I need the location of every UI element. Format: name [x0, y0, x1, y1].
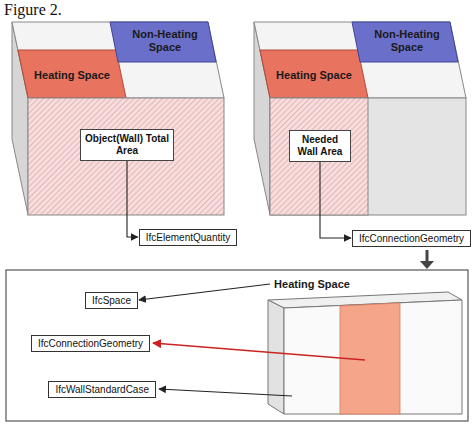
connection-leader — [153, 343, 365, 360]
node-text: Heating Space — [274, 278, 350, 291]
non-heating-space-room: Non-Heating Space — [365, 27, 449, 54]
connector-arrow — [127, 161, 138, 237]
node-text: IfcConnectionGeometry — [38, 338, 143, 349]
ifc-entity-box: IfcConnectionGeometry — [352, 230, 471, 247]
heating-space-room: Heating Space — [32, 68, 112, 83]
needed-area-label: Needed Wall Area — [289, 130, 351, 162]
wall-slab-figure — [268, 292, 462, 414]
connector-arrow — [320, 162, 351, 238]
node-text: IfcSpace — [92, 295, 131, 306]
node-text: IfcElementQuantity — [146, 232, 230, 243]
detail-panel — [6, 270, 468, 421]
heating-space-room: Heating Space — [274, 68, 354, 83]
node-text: IfcWallStandardCase — [55, 384, 149, 395]
heating-space-label: Heating Space — [272, 277, 352, 292]
node-text: Non-Heating Space — [125, 28, 205, 53]
ifc-entity-box: IfcConnectionGeometry — [31, 335, 150, 352]
non-heating-space-room: Non-Heating Space — [123, 27, 207, 54]
ifc-entity-box: IfcElementQuantity — [139, 229, 237, 246]
node-text: Heating Space — [276, 69, 352, 82]
ifc-entity-box: IfcSpace — [85, 292, 138, 309]
node-text: IfcConnectionGeometry — [359, 233, 464, 244]
total-area-label: Object(Wall) Total Area — [80, 129, 174, 161]
node-text: Non-Heating Space — [367, 28, 447, 53]
wall-leader — [159, 389, 292, 396]
node-text: Heating Space — [34, 69, 110, 82]
ifc-entity-box: IfcWallStandardCase — [48, 381, 156, 398]
node-text: Needed Wall Area — [294, 134, 346, 158]
left-building-box — [12, 22, 224, 215]
right-building-box — [254, 22, 466, 215]
node-text: Object(Wall) Total Area — [85, 133, 169, 157]
figure-title: Figure 2. — [4, 1, 62, 19]
connector-arrow — [139, 284, 270, 300]
down-arrow — [420, 250, 434, 269]
